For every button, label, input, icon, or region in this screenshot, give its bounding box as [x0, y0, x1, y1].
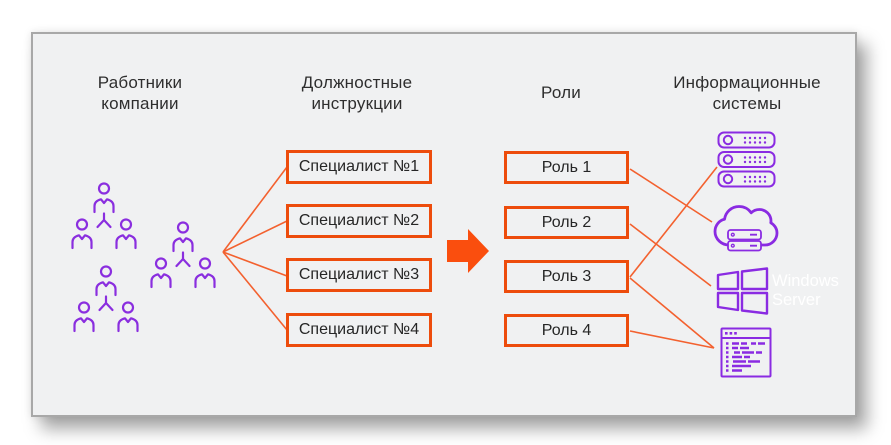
title-line: Работники [97, 73, 183, 92]
people-group-icon [73, 265, 139, 333]
specialist-box-2: Специалист №2 [286, 204, 432, 238]
code-window-icon [720, 327, 772, 378]
title-line: Роли [541, 83, 581, 102]
windows-server-label: Windows Server [772, 272, 839, 309]
title-line: инструкции [311, 94, 403, 113]
role-box-2: Роль 2 [504, 206, 629, 239]
specialist-label: Специалист №4 [298, 321, 420, 338]
arrow-right-icon [447, 229, 489, 273]
employee-groups-icon [71, 182, 216, 333]
role-label: Роль 2 [541, 213, 592, 231]
role-label: Роль 4 [541, 321, 592, 339]
column-title-roles: Роли [511, 82, 611, 103]
title-line: системы [712, 94, 782, 113]
title-line: Должностные [301, 73, 413, 92]
windows-server-icon [716, 267, 769, 315]
role-box-4: Роль 4 [504, 314, 629, 347]
title-line: Информационные [673, 73, 821, 92]
column-title-systems: Информационные системы [667, 72, 827, 114]
diagram-card [31, 32, 857, 417]
specialist-box-4: Специалист №4 [286, 313, 432, 347]
role-label: Роль 3 [541, 267, 592, 285]
specialist-label: Специалист №2 [298, 212, 420, 229]
title-line: компании [101, 94, 179, 113]
column-title-job-descriptions: Должностные инструкции [277, 72, 437, 114]
specialist-box-1: Специалист №1 [286, 150, 432, 184]
specialist-box-3: Специалист №3 [286, 258, 432, 292]
people-group-icon [150, 221, 216, 289]
role-label: Роль 1 [541, 158, 592, 176]
specialist-label: Специалист №1 [298, 158, 420, 175]
server-stack-icon [717, 131, 776, 188]
role-box-1: Роль 1 [504, 151, 629, 184]
column-title-employees: Работники компании [60, 72, 220, 114]
specialist-label: Специалист №3 [298, 266, 420, 283]
role-box-3: Роль 3 [504, 260, 629, 293]
cloud-server-icon [713, 205, 779, 252]
people-group-icon [71, 182, 137, 250]
